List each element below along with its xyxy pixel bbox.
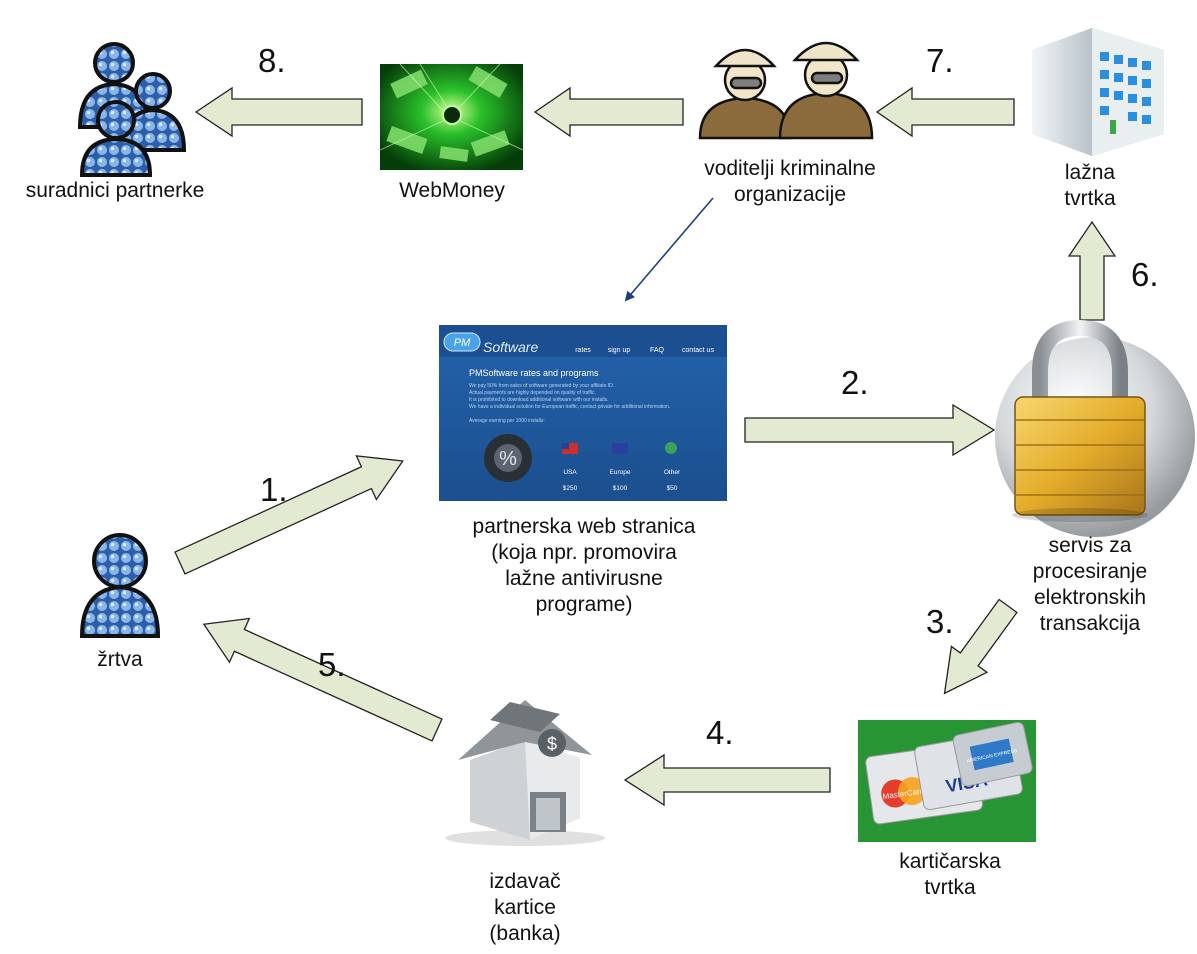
site-heading: PMSoftware rates and programs (469, 368, 599, 378)
step-8: 8. (258, 42, 286, 79)
arrow-leaders-to-website (624, 197, 714, 302)
site-nav-rates: rates (575, 347, 591, 354)
victim-label: žrtva (97, 648, 143, 671)
step-3: 3. (926, 603, 954, 640)
credit-cards-image: MasterCard VISA AMERICAN EXPRESS (858, 720, 1036, 842)
site-paragraph: We pay 50% from sales of software genera… (469, 383, 614, 389)
percent-gear-icon: % (484, 434, 532, 482)
arrow-leaders-to-webmoney (533, 86, 684, 138)
site-nav-faq: FAQ (650, 347, 665, 354)
step-5: 5. (318, 646, 346, 683)
region-name: Other (664, 469, 681, 476)
bank-label: izdavač kartice (banka) (489, 870, 561, 945)
region-name: Europe (610, 469, 631, 476)
site-nav-signup: sign up (608, 347, 631, 354)
arrow-7 (875, 86, 1015, 138)
office-building-icon (1032, 28, 1164, 156)
site-paragraph: Actual payments are highly depended on q… (469, 390, 596, 396)
eu-flag-icon (612, 443, 628, 454)
arrow-8 (194, 86, 363, 138)
svg-text:%: % (499, 448, 517, 470)
site-brand-badge: PM (454, 337, 471, 349)
step-4: 4. (706, 714, 734, 751)
processor-label: servis za procesiranje elektronskih tran… (1032, 534, 1148, 635)
arrow-6 (1067, 220, 1117, 321)
bank-building-icon: $ (445, 700, 605, 846)
arrow-3 (943, 598, 1018, 695)
step-2: 2. (841, 364, 869, 401)
detectives-icon (698, 41, 874, 140)
region-amount: $50 (667, 485, 678, 492)
step-1: 1. (260, 471, 288, 508)
site-paragraph: We have a individual solution for Europe… (469, 404, 670, 410)
site-paragraph: It is prohibited to download additional … (469, 397, 609, 403)
website-label: partnerska web stranica (koja npr. promo… (472, 515, 696, 616)
region-amount: $250 (563, 485, 578, 492)
region-amount: $100 (613, 485, 628, 492)
person-icon (79, 533, 161, 638)
people-group-icon (77, 42, 187, 177)
svg-text:$: $ (547, 734, 557, 754)
site-nav-contact: contact us (682, 347, 714, 354)
card-company-label: kartičarska tvrtka (899, 850, 1001, 899)
globe-icon (665, 442, 677, 454)
leaders-label: voditelji kriminalne organizacije (704, 157, 876, 206)
site-brand: Software (483, 339, 538, 355)
padlock-globe-icon (995, 319, 1195, 537)
webmoney-label: WebMoney (399, 179, 505, 202)
money-matrix-image (379, 63, 524, 170)
arrow-1 (174, 455, 404, 575)
arrow-4 (623, 753, 831, 807)
arrow-5 (202, 617, 443, 742)
usa-flag-icon (562, 443, 578, 454)
step-6: 6. (1131, 256, 1159, 293)
step-7: 7. (926, 42, 954, 79)
region-name: USA (563, 469, 577, 476)
website-screenshot: PM Software rates sign up FAQ contact us… (439, 325, 727, 501)
fake-company-label: lažna tvrtka (1064, 161, 1116, 210)
partners-label: suradnici partnerke (25, 179, 205, 202)
site-earning-label: Average earning per 1000 installs: (469, 418, 545, 424)
arrow-2 (744, 403, 996, 457)
